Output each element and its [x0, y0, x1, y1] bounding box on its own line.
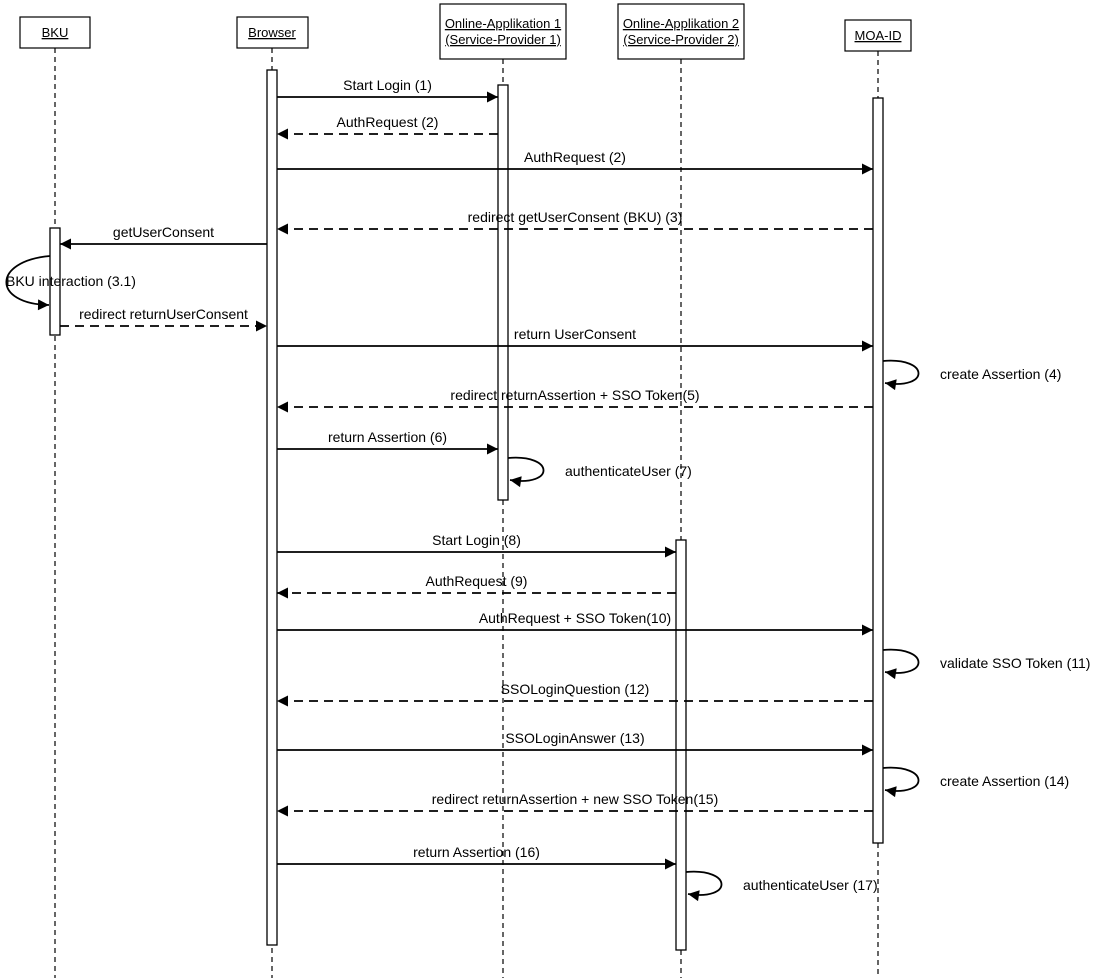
actor-box-moaid	[844, 19, 912, 52]
message-label: Start Login (8)	[432, 532, 521, 548]
message-label: return Assertion (6)	[328, 429, 447, 445]
actor-label-oa2: Online-Applikation 2	[623, 16, 739, 31]
message-label: AuthRequest + SSO Token(10)	[479, 610, 671, 626]
self-message-label: create Assertion (14)	[940, 773, 1069, 789]
message-label: redirect returnAssertion + new SSO Token…	[432, 791, 719, 807]
message-label: return UserConsent	[514, 326, 636, 342]
message-label: SSOLoginAnswer (13)	[505, 730, 644, 746]
actor-label-moaid: MOA-ID	[855, 28, 902, 43]
activation-bar-oa1	[497, 84, 509, 501]
activation-bar-oa2	[675, 539, 687, 951]
actor-label-bku: BKU	[42, 25, 69, 40]
actor-box-oa2	[617, 3, 745, 60]
self-message-arrow-9	[882, 359, 920, 391]
actor-box-oa1	[439, 3, 567, 60]
actor-box-bku	[19, 16, 91, 49]
message-label: redirect getUserConsent (BKU) (3)	[468, 209, 683, 225]
message-label: return Assertion (16)	[413, 844, 540, 860]
message-label: AuthRequest (2)	[524, 149, 626, 165]
message-label: AuthRequest (2)	[337, 114, 439, 130]
self-message-arrow-16	[882, 648, 920, 680]
message-label: SSOLoginQuestion (12)	[501, 681, 650, 697]
message-label: AuthRequest (9)	[426, 573, 528, 589]
self-message-label: validate SSO Token (11)	[940, 655, 1090, 671]
actor-label-browser: Browser	[248, 25, 296, 40]
activation-bar-bku	[49, 227, 61, 336]
self-message-label: authenticateUser (7)	[565, 463, 692, 479]
activation-bar-browser	[266, 69, 278, 946]
actor-label-oa1: Online-Applikation 1	[445, 16, 561, 31]
self-message-arrow-12	[507, 456, 545, 488]
actor-box-browser	[236, 16, 309, 49]
actor-label-oa2: (Service-Provider 2)	[623, 32, 739, 47]
self-message-arrow-19	[882, 766, 920, 798]
message-label: redirect returnUserConsent	[79, 306, 248, 322]
message-label: redirect returnAssertion + SSO Token(5)	[450, 387, 699, 403]
message-label: Start Login (1)	[343, 77, 432, 93]
self-message-arrow-6	[5, 255, 51, 311]
actor-label-oa1: (Service-Provider 1)	[445, 32, 561, 47]
self-message-label: authenticateUser (17)	[743, 877, 878, 893]
self-message-arrow-22	[685, 870, 723, 902]
self-message-label: BKU interaction (3.1)	[6, 273, 136, 289]
activation-bar-moaid	[872, 97, 884, 844]
message-label: getUserConsent	[113, 224, 214, 240]
self-message-label: create Assertion (4)	[940, 366, 1061, 382]
